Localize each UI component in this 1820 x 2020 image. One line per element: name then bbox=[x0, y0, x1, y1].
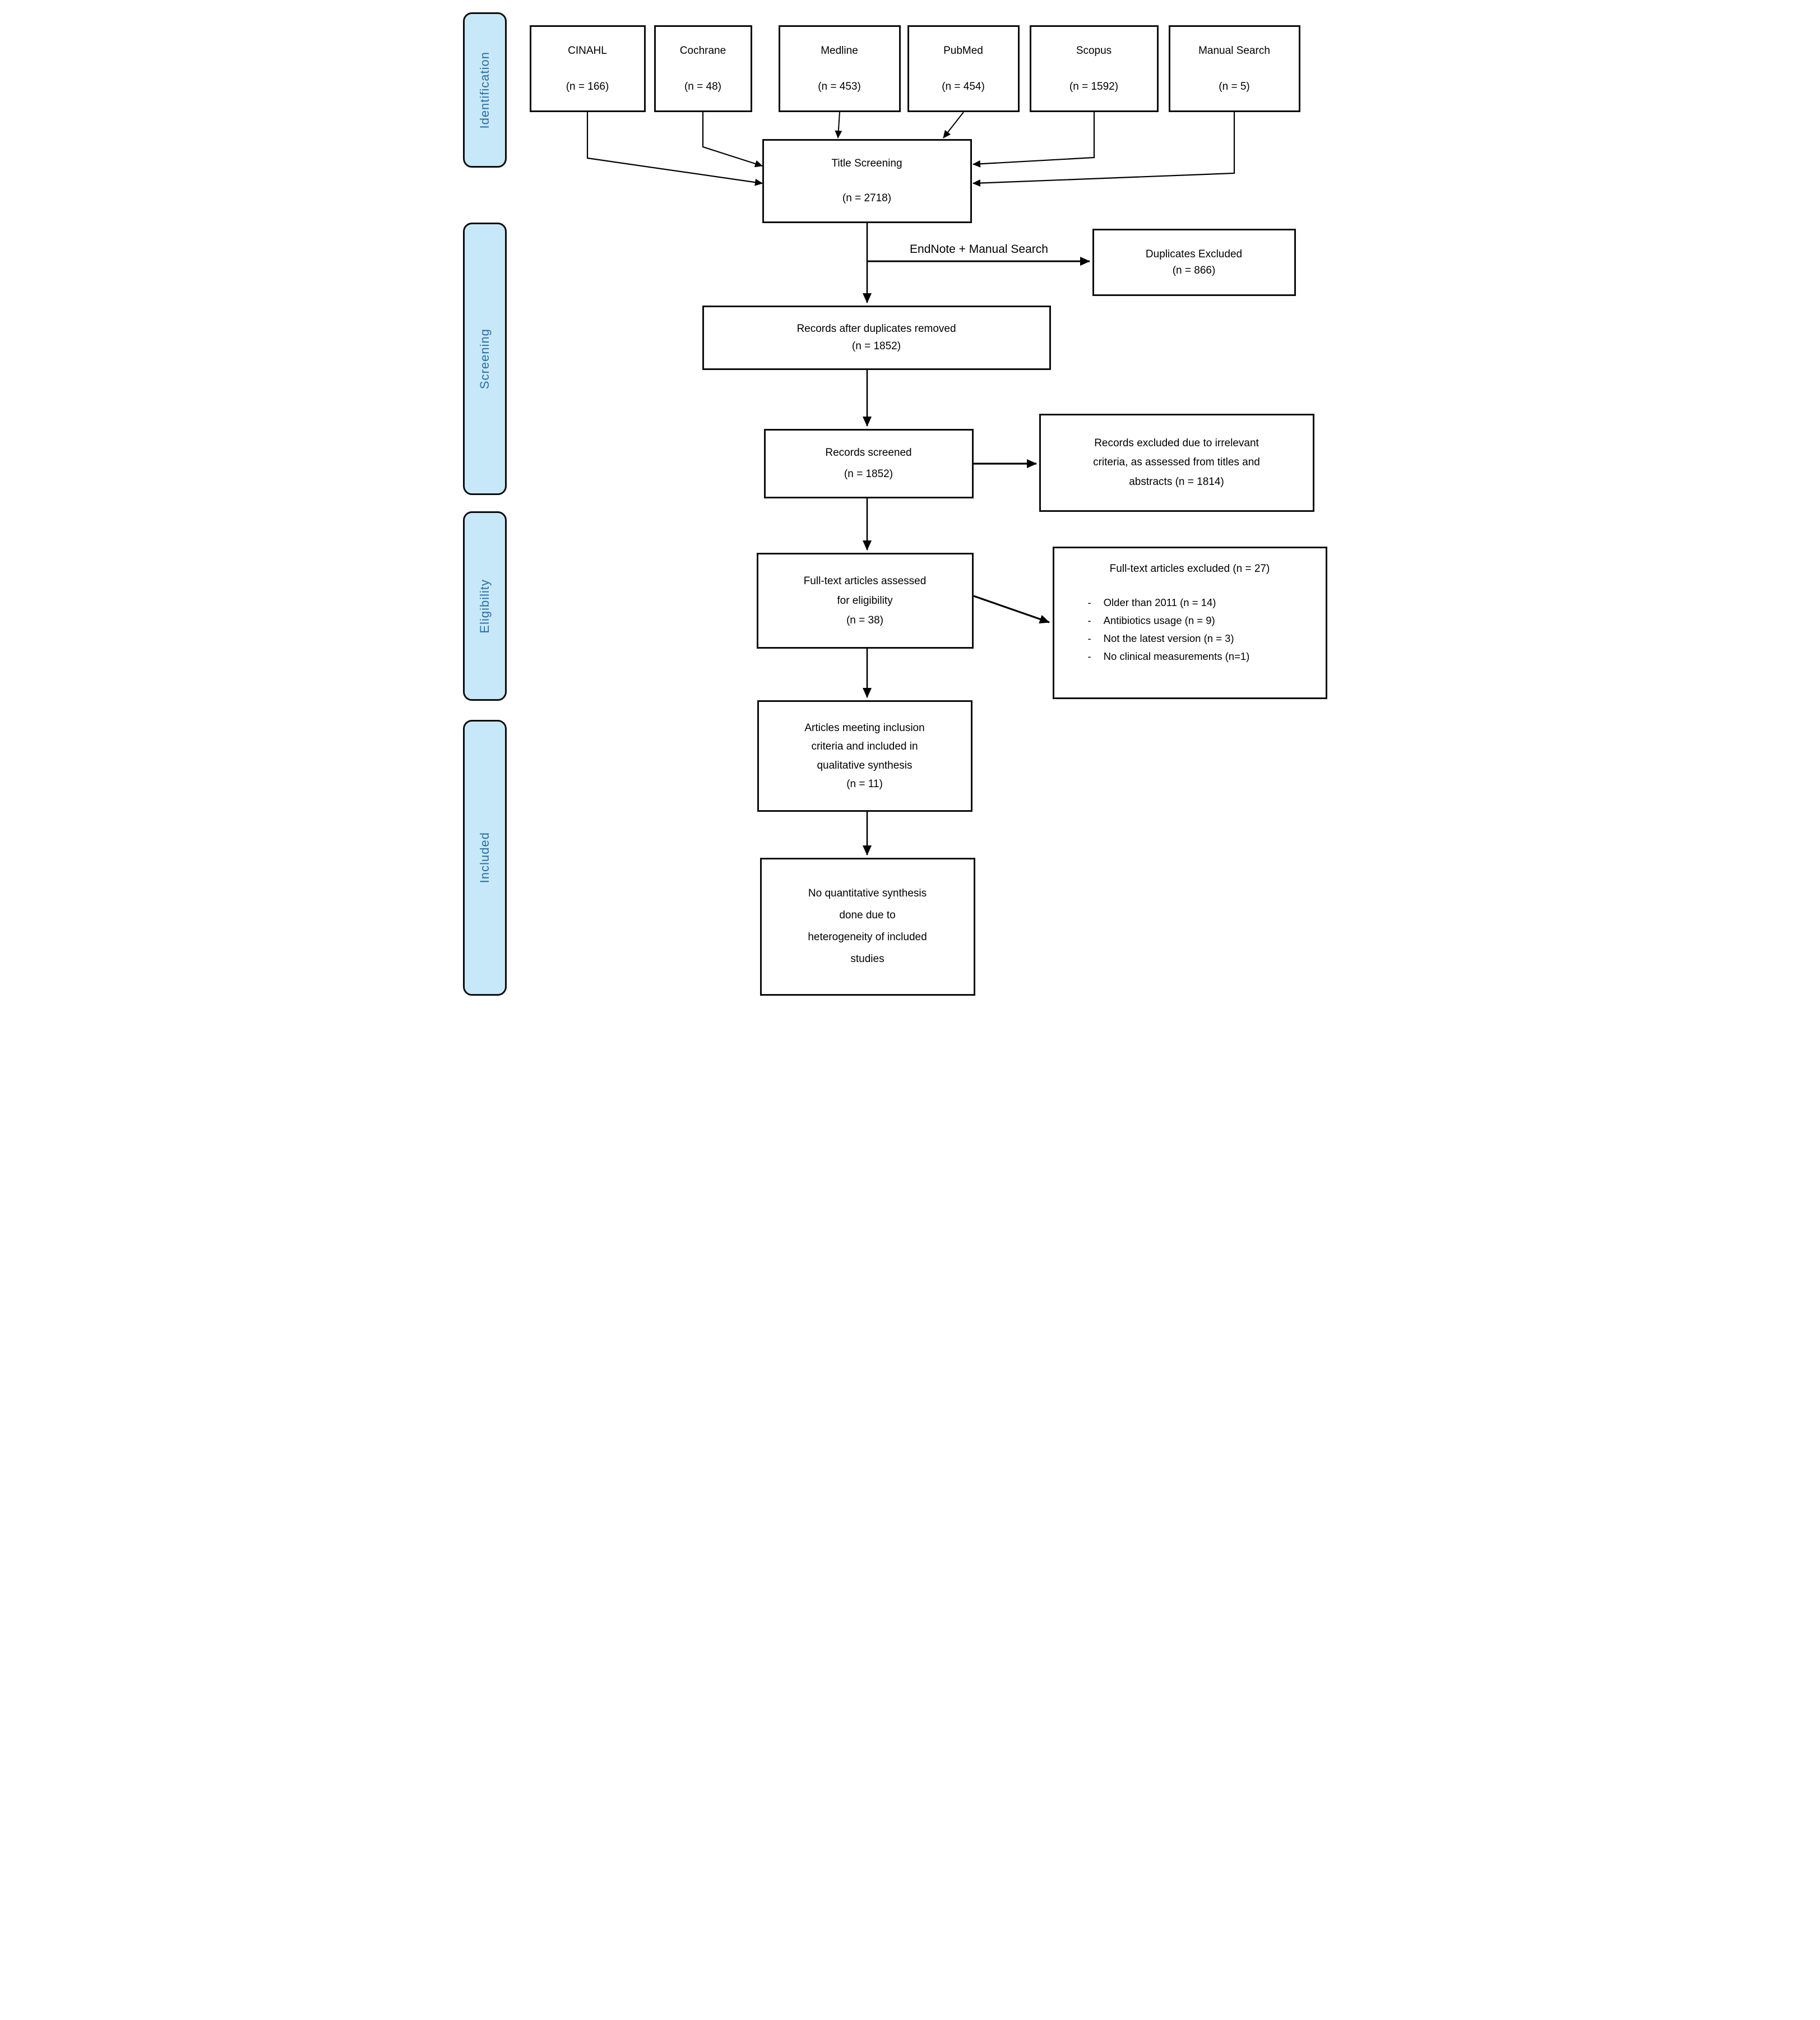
fulltext-assessed-text: Full-text articles assessed for eligibil… bbox=[803, 575, 927, 627]
stage-label-included: Included bbox=[477, 832, 492, 884]
source-name: PubMed bbox=[943, 44, 983, 57]
reason-text: Antibiotics usage (n = 9) bbox=[1103, 614, 1215, 627]
records-screened-box: Records screened (n = 1852) bbox=[763, 429, 974, 498]
source-count: (n = 454) bbox=[942, 81, 985, 93]
records-excluded-text: Records excluded due to irrelevant crite… bbox=[1093, 437, 1260, 488]
prisma-flow-diagram: Identification Screening Eligibility Inc… bbox=[455, 0, 1365, 1010]
articles-meeting-inclusion-text: Articles meeting inclusion criteria and … bbox=[804, 722, 925, 790]
records-after-duplicates-box: Records after duplicates removed (n = 18… bbox=[702, 306, 1051, 370]
source-count: (n = 1592) bbox=[1069, 81, 1119, 93]
source-count: (n = 453) bbox=[818, 81, 861, 93]
title-screening-label: Title Screening bbox=[831, 158, 902, 170]
reason-text: Older than 2011 (n = 14) bbox=[1103, 597, 1216, 609]
source-name: CINAHL bbox=[568, 44, 607, 57]
endnote-manual-search-label: EndNote + Manual Search bbox=[910, 243, 1048, 256]
fulltext-excluded-reason: Older than 2011 (n = 14) bbox=[1088, 594, 1318, 612]
records-after-duplicates-text: Records after duplicates removed (n = 18… bbox=[796, 323, 956, 352]
stage-label-eligibility: Eligibility bbox=[477, 579, 492, 634]
arrow-cochrane-to-title-screening bbox=[702, 112, 763, 168]
arrow-medline-to-title-screening bbox=[834, 112, 842, 138]
source-box-scopus: Scopus (n = 1592) bbox=[1029, 25, 1159, 112]
reason-text: Not the latest version (n = 3) bbox=[1103, 632, 1234, 645]
source-name: Cochrane bbox=[679, 44, 726, 57]
source-box-medline: Medline (n = 453) bbox=[778, 25, 901, 112]
title-screening-count: (n = 2718) bbox=[842, 192, 892, 205]
fulltext-excluded-reason: Antibiotics usage (n = 9) bbox=[1088, 612, 1318, 630]
source-name: Manual Search bbox=[1198, 44, 1270, 57]
no-quantitative-synthesis-text: No quantitative synthesis done due to he… bbox=[808, 887, 927, 965]
no-quantitative-synthesis-box: No quantitative synthesis done due to he… bbox=[760, 858, 975, 996]
source-box-cinahl: CINAHL (n = 166) bbox=[529, 25, 646, 112]
articles-meeting-inclusion-box: Articles meeting inclusion criteria and … bbox=[757, 700, 972, 812]
source-count: (n = 5) bbox=[1219, 81, 1250, 93]
source-name: Medline bbox=[821, 44, 858, 57]
title-screening-box: Title Screening (n = 2718) bbox=[762, 139, 972, 223]
fulltext-excluded-list: Older than 2011 (n = 14) Antibiotics usa… bbox=[1062, 594, 1318, 665]
fulltext-excluded-reason: Not the latest version (n = 3) bbox=[1088, 630, 1318, 648]
source-box-manual-search: Manual Search (n = 5) bbox=[1168, 25, 1300, 112]
records-excluded-box: Records excluded due to irrelevant crite… bbox=[1039, 414, 1314, 512]
arrow-cinahl-to-title-screening bbox=[586, 112, 763, 186]
source-name: Scopus bbox=[1076, 44, 1112, 57]
stage-band-included: Included bbox=[462, 720, 507, 996]
arrow-manual-search-to-title-screening bbox=[972, 112, 1235, 187]
source-box-cochrane: Cochrane (n = 48) bbox=[654, 25, 752, 112]
connector-layer bbox=[586, 112, 1235, 856]
stage-band-screening: Screening bbox=[462, 223, 507, 495]
duplicates-excluded-text: Duplicates Excluded (n = 866) bbox=[1145, 248, 1243, 276]
stage-label-identification: Identification bbox=[477, 51, 492, 129]
arrow-scopus-to-title-screening bbox=[972, 112, 1095, 168]
stage-label-screening: Screening bbox=[477, 328, 492, 390]
fulltext-excluded-reason: No clinical measurements (n=1) bbox=[1088, 648, 1318, 665]
stage-band-eligibility: Eligibility bbox=[462, 511, 507, 701]
source-count: (n = 166) bbox=[566, 81, 609, 93]
reason-text: No clinical measurements (n=1) bbox=[1103, 650, 1250, 662]
fulltext-excluded-title: Full-text articles excluded (n = 27) bbox=[1109, 563, 1270, 575]
source-count: (n = 48) bbox=[684, 81, 721, 93]
fulltext-excluded-box: Full-text articles excluded (n = 27) Old… bbox=[1052, 547, 1327, 699]
stage-band-identification: Identification bbox=[462, 12, 507, 168]
arrow-fulltext-to-fulltext-excluded bbox=[972, 595, 1050, 623]
fulltext-assessed-box: Full-text articles assessed for eligibil… bbox=[756, 553, 974, 649]
arrow-pubmed-to-title-screening bbox=[942, 112, 964, 138]
duplicates-excluded-box: Duplicates Excluded (n = 866) bbox=[1092, 229, 1296, 296]
source-box-pubmed: PubMed (n = 454) bbox=[907, 25, 1020, 112]
records-screened-text: Records screened (n = 1852) bbox=[825, 447, 912, 480]
